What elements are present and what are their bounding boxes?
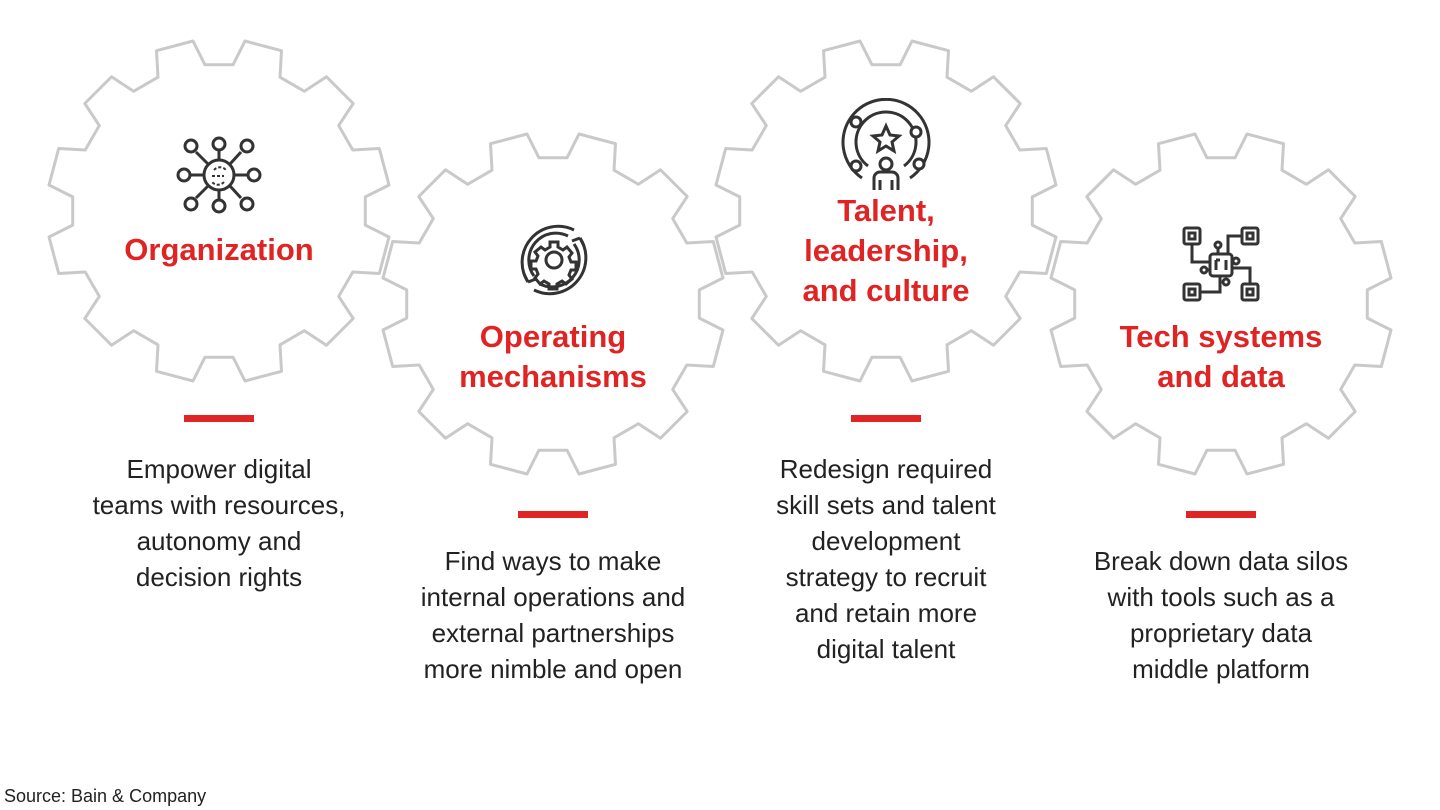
chip-circuit-icon — [1182, 226, 1260, 302]
desc-line: skill sets and talent — [776, 490, 996, 520]
desc-line: autonomy and — [136, 526, 302, 556]
gear-outline-operating — [381, 132, 725, 476]
gear-outline-talent — [714, 39, 1058, 383]
title-line: and culture — [802, 273, 970, 308]
red-divider — [518, 511, 588, 518]
desc-line: Empower digital — [126, 454, 312, 484]
title-line: Operating — [479, 319, 627, 354]
desc-line: internal operations and — [420, 582, 686, 612]
desc-line: Redesign required — [779, 454, 993, 484]
network-hub-icon — [176, 136, 262, 214]
desc-line: and retain more — [794, 598, 978, 628]
pillar-description-organization: Empower digital teams with resources, au… — [49, 451, 389, 595]
pillar-title-operating-mechanisms: Operating mechanisms — [383, 317, 723, 397]
desc-line: middle platform — [1132, 654, 1310, 684]
title-line: leadership, — [804, 233, 968, 268]
pillar-title-tech-systems: Tech systems and data — [1051, 317, 1391, 397]
red-divider — [184, 415, 254, 422]
title-line: Tech systems — [1119, 319, 1323, 354]
desc-line: external partnerships — [431, 618, 675, 648]
source-note: Source: Bain & Company — [4, 786, 207, 806]
desc-line: digital talent — [816, 634, 956, 664]
red-divider — [1186, 511, 1256, 518]
desc-line: more nimble and open — [423, 654, 683, 684]
desc-line: teams with resources, — [92, 490, 346, 520]
gear-outline-organization — [47, 39, 391, 383]
person-star-icon — [841, 98, 931, 190]
desc-line: Find ways to make — [444, 546, 662, 576]
pillar-title-talent: Talent, leadership, and culture — [716, 191, 1056, 311]
red-divider — [851, 415, 921, 422]
desc-line: proprietary data — [1129, 618, 1313, 648]
title-line: Talent, — [837, 193, 935, 228]
gear-outline-tech — [1049, 132, 1393, 476]
desc-line: strategy to recruit — [785, 562, 987, 592]
title-line: mechanisms — [459, 359, 647, 394]
pillar-description-operating-mechanisms: Find ways to make internal operations an… — [353, 543, 753, 687]
gear-cycle-icon — [520, 224, 588, 296]
pillar-title-organization: Organization — [124, 232, 314, 267]
desc-line: with tools such as a — [1107, 582, 1335, 612]
pillar-description-tech-systems: Break down data silos with tools such as… — [1031, 543, 1411, 687]
title-line: and data — [1157, 359, 1285, 394]
desc-line: Break down data silos — [1093, 546, 1349, 576]
desc-line: development — [811, 526, 961, 556]
pillar-description-talent: Redesign required skill sets and talent … — [716, 451, 1056, 667]
desc-line: decision rights — [135, 562, 303, 592]
